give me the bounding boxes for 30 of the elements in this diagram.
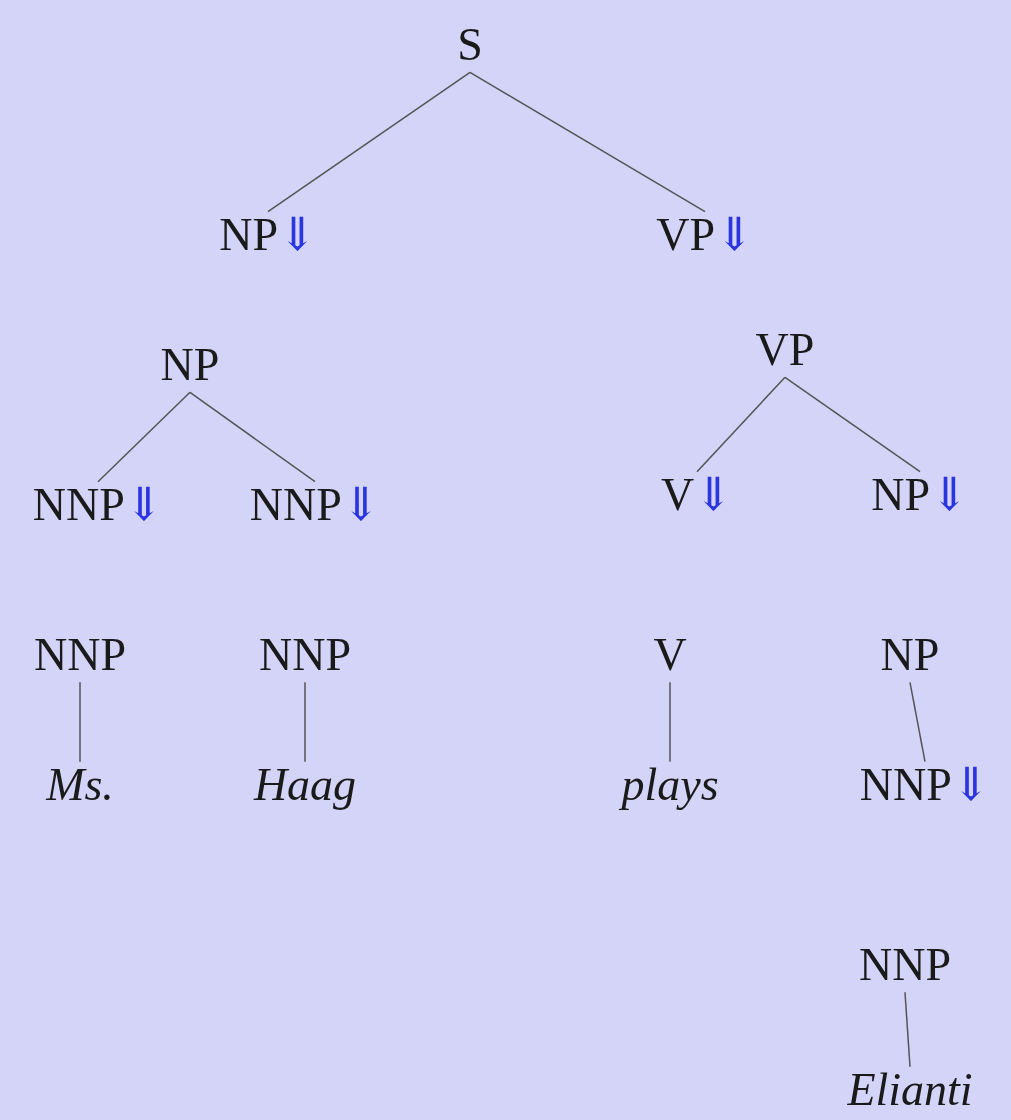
tree-node-label: S <box>457 19 483 71</box>
word-label: Haag <box>253 759 357 811</box>
tree-branch-line <box>469 71 706 213</box>
tree-branch-line <box>696 376 786 473</box>
tree-node-label: VP⇓ <box>656 209 754 261</box>
tree-branch-line <box>904 991 911 1068</box>
tree-node-label: NNP⇓ <box>859 759 991 811</box>
word-label: Ms. <box>46 759 114 811</box>
tree-branch-line <box>909 681 926 763</box>
tree-node-label: NP <box>880 629 940 681</box>
word-label: Elianti <box>847 1064 973 1116</box>
tree-branch-line <box>669 681 671 763</box>
tree-node-label: V⇓ <box>661 469 733 521</box>
tree-node-label: NNP⇓ <box>32 479 164 531</box>
tree-node-label: NNP <box>34 629 126 681</box>
tree-branch-line <box>79 681 81 763</box>
tree-branch-line <box>267 71 471 213</box>
tree-branch-line <box>304 681 306 763</box>
tree-branch-line <box>97 391 191 483</box>
tree-node-label: NNP <box>259 629 351 681</box>
tree-node-label: NNP <box>859 939 951 991</box>
tree-node-label: V <box>653 629 687 681</box>
tree-node-label: NP <box>160 339 220 391</box>
tree-branch-line <box>784 376 921 473</box>
word-label: plays <box>621 759 719 811</box>
tree-node-label: VP <box>755 324 815 376</box>
tree-node-label: NNP⇓ <box>249 479 381 531</box>
tree-node-label: NP⇓ <box>871 469 969 521</box>
tree-node-label: NP⇓ <box>219 209 317 261</box>
tree-branch-line <box>189 391 316 483</box>
